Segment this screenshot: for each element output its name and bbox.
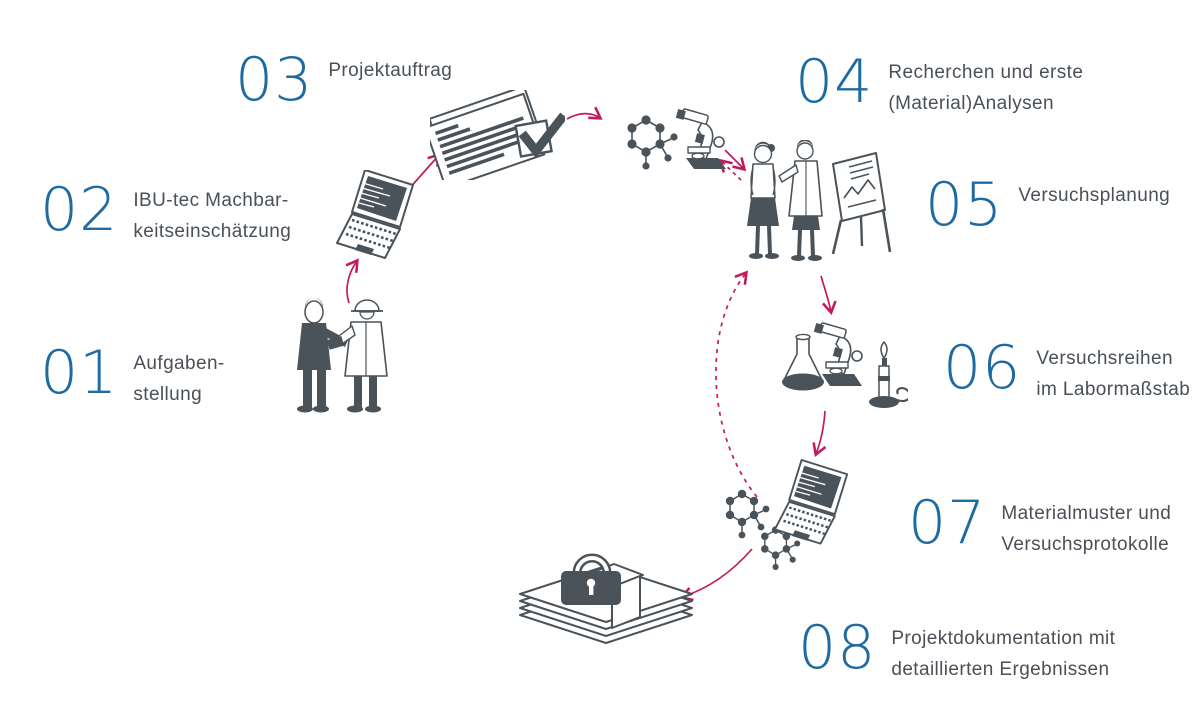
arrow-03-04 — [566, 106, 603, 120]
arrow-07-05-dashed — [715, 270, 758, 498]
step-07-label: Materialmuster und Versuchsprotokolle — [1001, 503, 1172, 555]
step-06-label: Versuchsreihen im Labormaßstab — [1036, 348, 1191, 400]
step-04-label: Recherchen und erste (Material)Analysen — [888, 62, 1084, 114]
arrow-04-05 — [724, 149, 747, 172]
step-04: 04 Recherchen und erste (Material)Analys… — [795, 47, 1084, 119]
step-05: 05 Versuchsplanung — [925, 170, 1171, 240]
step-04-number: 04 — [795, 47, 874, 117]
step-07: 07 Materialmuster und Versuchsprotokolle — [908, 488, 1172, 560]
step-01-number: 01 — [40, 338, 119, 408]
arrow-01-02 — [345, 258, 359, 304]
step-07-number: 07 — [908, 488, 987, 558]
laptop-icon — [336, 170, 414, 259]
step-03: 03 Projektauftrag — [235, 45, 453, 115]
step-06: 06 Versuchsreihen im Labormaßstab — [943, 333, 1191, 405]
molecule-microscope-icon — [627, 108, 726, 170]
step-05-number: 05 — [925, 170, 1004, 240]
planning-people-icon — [747, 140, 892, 261]
step-01-label: Aufgaben- stellung — [133, 353, 225, 405]
lab-equipment-icon — [782, 322, 908, 408]
step-03-number: 03 — [235, 45, 314, 115]
step-08: 08 Projektdokumentation mit detaillierte… — [798, 613, 1116, 685]
step-01: 01 Aufgaben- stellung — [40, 338, 225, 410]
arrow-06-07 — [812, 410, 827, 457]
handshake-icon — [297, 297, 388, 413]
arrow-05-06 — [820, 275, 837, 316]
step-08-number: 08 — [798, 613, 877, 683]
step-05-label: Versuchsplanung — [1018, 185, 1171, 206]
step-03-label: Projektauftrag — [328, 60, 453, 81]
step-02-label: IBU-tec Machbar- keitseinschätzung — [133, 190, 292, 242]
step-02-number: 02 — [40, 175, 119, 245]
arrow-05-04-dashed — [718, 158, 742, 181]
step-02: 02 IBU-tec Machbar- keitseinschätzung — [40, 175, 292, 247]
step-08-label: Projektdokumentation mit detaillierten E… — [891, 628, 1116, 680]
locked-documents-icon — [519, 553, 693, 644]
step-06-number: 06 — [943, 333, 1022, 403]
laptop-molecules-icon — [725, 459, 849, 570]
document-check-icon — [430, 90, 565, 180]
